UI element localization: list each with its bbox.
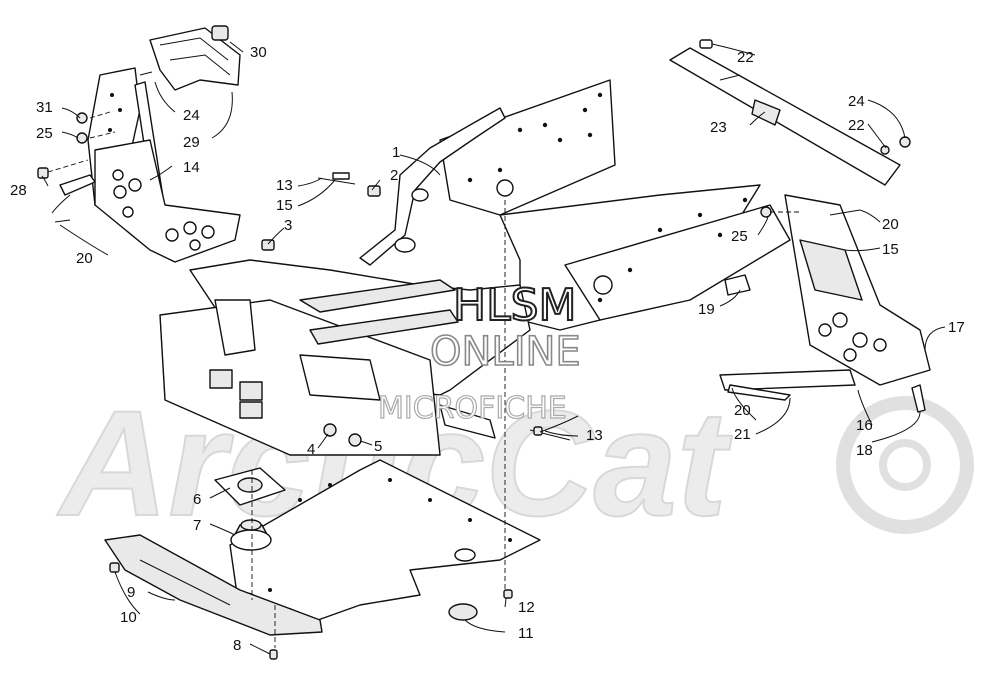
steering-post [669,39,911,186]
callout-15-left: 14 [183,159,200,176]
callout-27: 29 [183,134,200,151]
belly-pan [214,459,541,660]
callout-7: 7 [193,517,201,534]
callout-6: 6 [193,491,201,508]
callout-24-left: 24 [183,107,200,124]
callout-20-left: 20 [76,250,93,267]
skid-plate [104,534,323,636]
callout-2: 2 [390,167,398,184]
right-shield-assembly [719,194,931,413]
callout-1: 1 [392,144,400,161]
callout-20-bottom: 20 [734,402,751,419]
callout-20-right: 20 [882,216,899,233]
callout-17: 17 [948,319,965,336]
callout-24-right: 24 [848,93,865,110]
callout-10: 10 [120,609,137,626]
callout-13-bottom: 13 [586,427,603,444]
callout-28: 30 [250,44,267,61]
leader-lines [41,41,946,655]
callout-4: 4 [307,441,315,458]
callout-22-right: 22 [848,117,865,134]
callout-8: 8 [233,637,241,654]
watermark-online: ONLINE [430,329,581,375]
callouts: 30 24 29 14 31 25 28 20 1 2 13 15 3 4 5 … [10,44,965,654]
callout-23: 23 [710,119,727,136]
install-lines [47,111,800,648]
callout-26: 28 [10,182,27,199]
callout-9: 9 [127,584,135,601]
callout-16: 16 [856,417,873,434]
callout-19: 19 [698,301,715,318]
watermark-microfiche: MICROFICHE [378,391,567,426]
callout-12: 12 [518,599,535,616]
callout-21: 21 [734,426,751,443]
callout-13-top: 13 [276,177,293,194]
callout-15-right: 15 [882,241,899,258]
callout-11: 11 [518,625,534,642]
callout-18: 18 [856,442,873,459]
left-shield-assembly [37,25,241,263]
callout-22-top: 22 [737,49,754,66]
callout-29: 31 [36,99,53,116]
callout-3: 3 [284,217,292,234]
callout-25-right: 25 [731,228,748,245]
watermark-text: HLSM ONLINE MICROFICHE [377,279,581,427]
callout-25-left: 25 [36,125,53,142]
callout-5: 5 [374,438,382,455]
callout-14: 15 [276,197,293,214]
hardware-left [261,172,571,447]
main-frame [159,79,791,456]
watermark-hlsm: HLSM [453,280,577,331]
cap-28 [211,25,229,41]
